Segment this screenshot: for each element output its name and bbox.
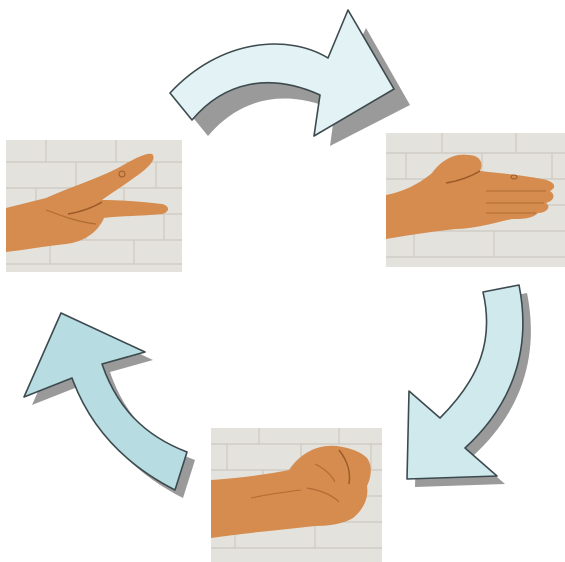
paper-hand-photo [386,133,565,267]
arrow-scissors-to-paper [169,9,410,146]
curved-arrow-icon [23,312,188,491]
scissors-hand-gesture-icon [6,140,182,272]
hand-scissors [6,153,168,252]
curved-arrow-icon [169,9,395,137]
rock-fist-photo [211,428,382,562]
arrow-rock-to-scissors [23,312,195,498]
arrow-paper-to-rock [406,284,531,487]
hand-paper [386,154,555,239]
hand-rock-fist [211,445,371,538]
scissors-hand-photo [6,140,182,272]
curved-arrow-icon [406,284,524,480]
paper-hand-gesture-icon [386,133,565,267]
rock-fist-gesture-icon [211,428,382,562]
